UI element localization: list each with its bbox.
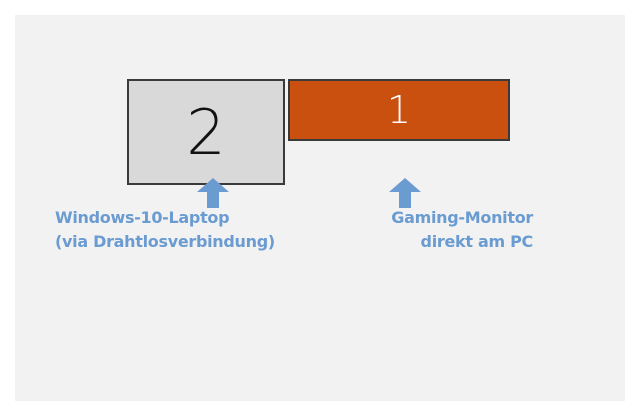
display-2-number: 2 bbox=[186, 95, 226, 169]
display-1[interactable]: 1 bbox=[288, 79, 510, 141]
display-1-label: Gaming-Monitor direkt am PC bbox=[391, 206, 533, 254]
label-line: (via Drahtlosverbindung) bbox=[55, 232, 275, 251]
arrow-up-icon bbox=[389, 178, 421, 208]
label-line: direkt am PC bbox=[420, 232, 534, 251]
label-line: Gaming-Monitor bbox=[391, 208, 533, 227]
display-2[interactable]: 2 bbox=[127, 79, 285, 185]
display-1-number: 1 bbox=[386, 88, 412, 132]
label-line: Windows-10-Laptop bbox=[55, 208, 230, 227]
display-2-label: Windows-10-Laptop (via Drahtlosverbindung… bbox=[55, 206, 275, 254]
arrow-up-icon bbox=[197, 178, 229, 208]
